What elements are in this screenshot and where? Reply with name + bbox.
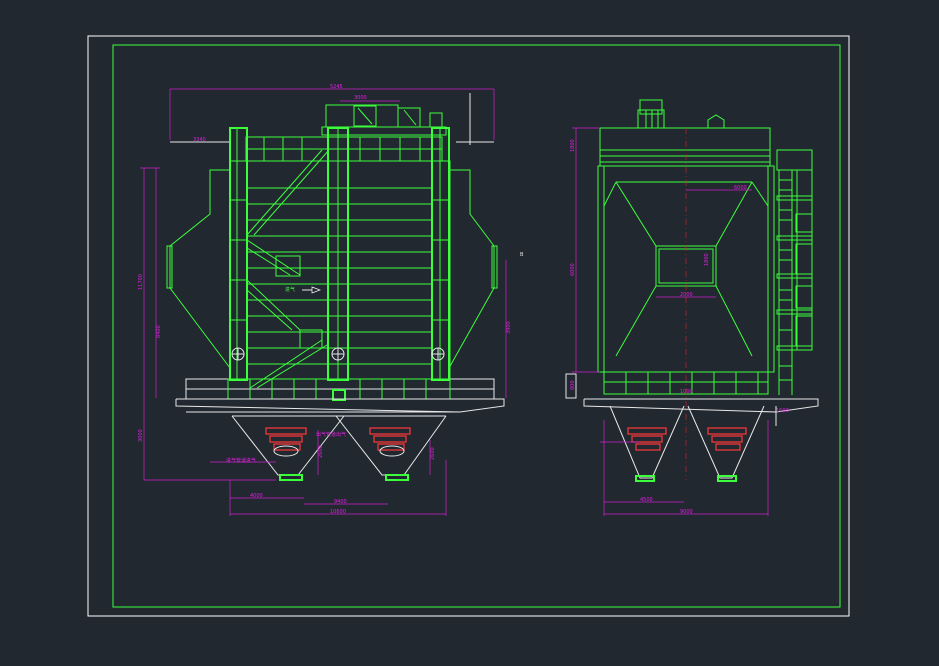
dim-side-height-left: 6000 bbox=[570, 263, 576, 276]
dim-side-box: 2000 bbox=[680, 292, 693, 298]
dim-top-width: 5245 bbox=[330, 84, 343, 90]
front-view: 5245 3000 3340 B 11700 8400 3900 3000 10… bbox=[138, 84, 524, 516]
dim-bottom-total: 10600 bbox=[330, 509, 346, 515]
dim-height-right: 3900 bbox=[506, 321, 512, 334]
flow-label: 进气 bbox=[285, 286, 295, 293]
dim-side-total-w: 9000 bbox=[680, 509, 693, 515]
inlet-note: 进气管道进气 bbox=[226, 457, 256, 464]
dim-hopper-2: 2600 bbox=[430, 447, 436, 460]
side-view: 1800 6000 6000 2000 1800 800 1600 1000 4… bbox=[565, 99, 819, 516]
dim-height-left: 11700 bbox=[138, 274, 144, 290]
dim-bottom-left2: 4000 bbox=[250, 493, 263, 499]
dim-bottom-left: 3000 bbox=[138, 429, 144, 442]
dim-side-bottom-right: 1600 bbox=[776, 408, 789, 414]
sheet-outer-frame bbox=[87, 35, 850, 617]
dim-platform: 3000 bbox=[354, 95, 367, 101]
dim-hopper-1: 2600 bbox=[318, 445, 324, 458]
sheet-inner-frame bbox=[112, 44, 841, 608]
dim-right-mark: B bbox=[520, 252, 524, 258]
dim-bottom-mid: 9400 bbox=[334, 499, 347, 505]
dim-side-bottom-left: 800 bbox=[570, 380, 576, 390]
dim-side-top-left: 1800 bbox=[570, 139, 576, 152]
outlet-note: 出气管道出气 bbox=[316, 431, 346, 438]
dim-side-hopper-w: 4500 bbox=[640, 497, 653, 503]
dim-height-mid: 8400 bbox=[156, 325, 162, 338]
dim-side-base-right: 1000 bbox=[680, 389, 693, 395]
dim-side-box-h: 1800 bbox=[704, 253, 710, 266]
dim-side-inner-top: 6000 bbox=[734, 185, 747, 191]
dim-left-top: 3340 bbox=[193, 137, 206, 143]
